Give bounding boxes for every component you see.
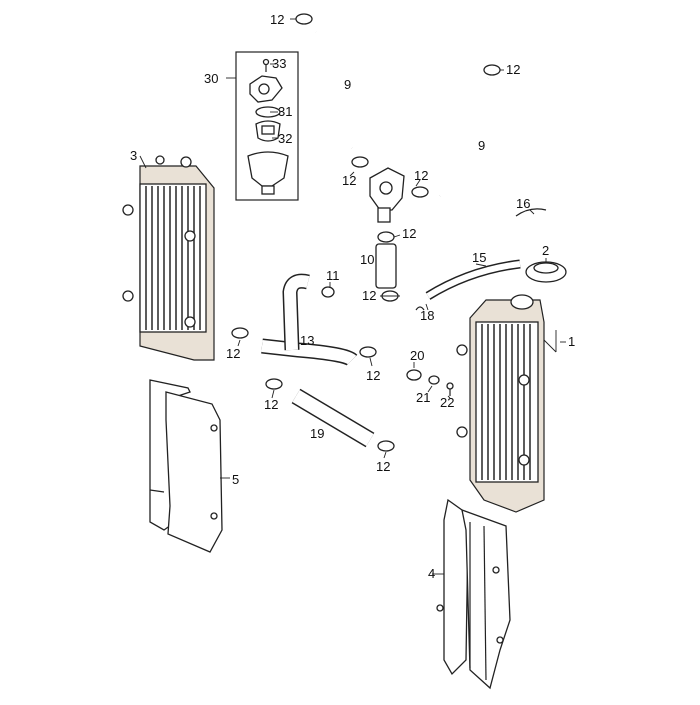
thermostat-housing-cover xyxy=(249,75,283,103)
leader-lines xyxy=(139,18,566,575)
hose-clamp-11 xyxy=(321,286,335,298)
callout-4: 4 xyxy=(428,566,435,581)
callout-10: 10 xyxy=(360,252,374,267)
callout-12-f: 12 xyxy=(362,288,376,303)
hose-clamp xyxy=(377,440,395,452)
callout-15: 15 xyxy=(472,250,486,265)
radiator-right-1 xyxy=(456,294,557,513)
radiator-right-fins xyxy=(481,324,531,480)
hose-clamp xyxy=(359,346,377,358)
hose-clamp xyxy=(231,327,249,339)
callout-16: 16 xyxy=(516,196,530,211)
hose-clamp xyxy=(265,378,283,390)
upper-hose-left-9 xyxy=(295,13,369,168)
y-connector xyxy=(369,167,429,223)
hose-clamp xyxy=(351,156,369,168)
callout-12-c: 12 xyxy=(342,173,356,188)
callout-32: 32 xyxy=(278,131,292,146)
callout-22: 22 xyxy=(440,395,454,410)
thermostat-kit-group xyxy=(226,51,299,201)
callout-33: 33 xyxy=(272,56,286,71)
callout-12-i: 12 xyxy=(264,397,278,412)
callout-9-right: 9 xyxy=(478,138,485,153)
callout-11: 11 xyxy=(326,268,340,283)
thermostat-housing-base xyxy=(247,151,289,195)
clip-16 xyxy=(515,208,547,217)
kit-box xyxy=(235,51,299,201)
callout-20: 20 xyxy=(410,348,424,363)
callout-30: 30 xyxy=(204,71,218,86)
callout-12-h: 12 xyxy=(366,368,380,383)
callout-12-e: 12 xyxy=(402,226,416,241)
hose-clamp xyxy=(483,64,501,76)
callout-labels: 1 2 3 4 5 9 9 10 11 12 12 12 12 12 12 12… xyxy=(130,12,575,581)
callout-31: 31 xyxy=(278,104,292,119)
callout-12-g: 12 xyxy=(226,346,240,361)
hose-clamp xyxy=(377,231,395,243)
clip-18 xyxy=(415,306,425,311)
callout-12-a: 12 xyxy=(270,12,284,27)
o-ring-31 xyxy=(255,106,281,118)
hose-clamp xyxy=(295,13,313,25)
washer-21 xyxy=(428,375,440,385)
bolt-22 xyxy=(446,382,454,396)
hose-19 xyxy=(265,378,395,452)
callout-12-b: 12 xyxy=(506,62,520,77)
screw-33 xyxy=(262,58,270,72)
lower-hose-13 xyxy=(231,273,377,367)
hose-clamp xyxy=(411,186,429,198)
hose-10 xyxy=(375,231,399,302)
callout-18: 18 xyxy=(420,308,434,323)
fittings-20-21-22 xyxy=(406,369,454,396)
callout-9-left: 9 xyxy=(344,77,351,92)
callout-13: 13 xyxy=(300,333,314,348)
radiator-left-3 xyxy=(122,155,215,361)
callout-1: 1 xyxy=(568,334,575,349)
callout-2: 2 xyxy=(542,243,549,258)
overflow-hose-15 xyxy=(415,259,521,311)
radiator-shroud-right-4 xyxy=(436,498,511,690)
callout-21: 21 xyxy=(416,390,430,405)
plug-20 xyxy=(406,369,422,381)
upper-hose-right-9 xyxy=(436,64,501,201)
filler-neck xyxy=(510,294,534,310)
callout-5: 5 xyxy=(232,472,239,487)
callout-12-j: 12 xyxy=(376,459,390,474)
radiator-shroud-left-5 xyxy=(149,379,223,553)
callout-19: 19 xyxy=(310,426,324,441)
callout-3: 3 xyxy=(130,148,137,163)
callout-12-d: 12 xyxy=(414,168,428,183)
radiator-cap-2 xyxy=(525,261,567,283)
radiator-left-fins xyxy=(145,186,201,330)
